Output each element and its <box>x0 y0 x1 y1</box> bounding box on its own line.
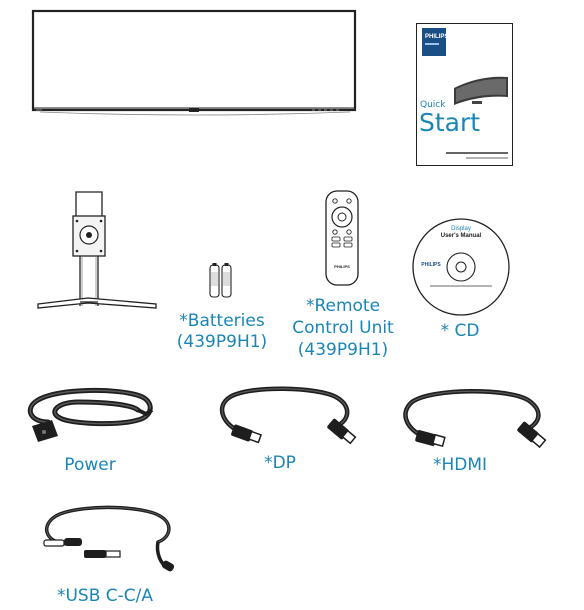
remote-model-label: (439P9H1) <box>297 340 389 360</box>
cd-icon <box>412 218 510 316</box>
cd-subtitle: User's Manual <box>440 233 482 239</box>
batteries-model-label: (439P9H1) <box>176 332 268 352</box>
quick-start-guide: PHILIPS Quick Start <box>416 23 513 166</box>
dp-cable-illustration <box>214 383 360 447</box>
stand-icon <box>37 191 157 309</box>
remote-brand: PHILIPS <box>334 264 350 269</box>
monitor-icon <box>31 9 357 116</box>
remote-illustration: PHILIPS <box>325 190 359 286</box>
usb-cable-icon <box>43 505 175 572</box>
power-cable-illustration <box>20 382 155 444</box>
hdmi-label: *HDMI <box>432 455 488 475</box>
battery-icon <box>209 263 232 298</box>
batteries-illustration <box>209 262 233 298</box>
stand-illustration <box>36 190 158 312</box>
dp-label: *DP <box>264 453 296 473</box>
cd-brand: PHILIPS <box>421 262 441 268</box>
usb-label: *USB C-C/A <box>56 586 154 606</box>
remote-label-line2: Control Unit <box>292 318 394 338</box>
power-label: Power <box>64 455 116 475</box>
hdmi-cable-icon <box>403 389 547 449</box>
booklet-quick: Quick <box>420 100 446 110</box>
monitor-illustration <box>30 8 360 120</box>
booklet-icon <box>416 23 513 166</box>
dp-cable-icon <box>219 386 357 445</box>
booklet-brand: PHILIPS <box>425 34 449 40</box>
cd-title: Display <box>451 226 471 232</box>
batteries-label: *Batteries <box>179 311 265 331</box>
remote-icon <box>325 190 359 286</box>
hdmi-cable-illustration <box>398 386 550 450</box>
power-cable-icon <box>27 387 154 442</box>
usb-cable-illustration <box>34 504 176 576</box>
cd-label: * CD <box>440 321 480 341</box>
cd-illustration: Display User's Manual PHILIPS <box>412 218 510 316</box>
booklet-start: Start <box>419 108 481 137</box>
remote-label-line1: *Remote <box>305 296 381 316</box>
